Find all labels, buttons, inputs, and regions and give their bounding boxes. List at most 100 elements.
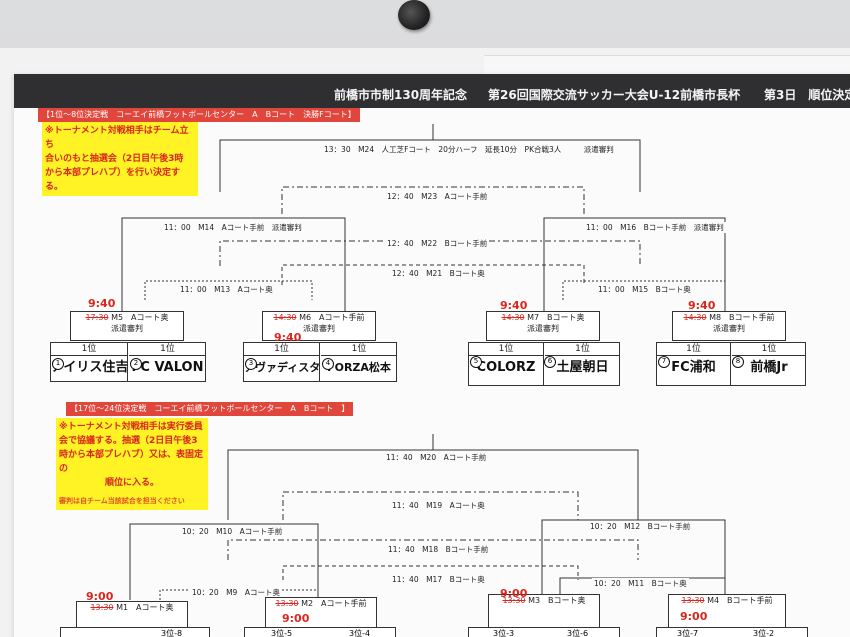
handwritten-time: 9:40	[88, 297, 116, 310]
title-bar: 前橋市市制130周年記念 第26回国際交流サッカー大会U-12前橋市長杯 第3日…	[14, 74, 850, 108]
match-time-row: 13:30 M3 Bコート奥	[489, 595, 599, 606]
team-name: アヴァディスタ	[244, 361, 319, 374]
note-line: 時から本部プレハブ）又は、表固定の	[59, 450, 204, 474]
match-label: M8 Bコート手前	[709, 313, 775, 322]
match-label-m21: 12：40 M21 Bコート奥	[390, 268, 487, 279]
match-label-m20: 11：40 M20 Aコート手前	[384, 452, 489, 463]
match-label-m13: 11：00 M13 Aコート奥	[178, 284, 275, 295]
handwritten-time: 9:00	[680, 610, 708, 623]
match-time-row: 14:30 M8 Bコート手前	[673, 312, 785, 323]
struck-time: 13:30	[681, 596, 705, 605]
team-cell: 1位 COLORZ	[469, 343, 544, 385]
title-right: 第3日 順位決定	[764, 88, 850, 102]
magnet-pin	[398, 0, 430, 30]
rank-label: 1位	[545, 343, 620, 356]
match-label-m19: 11：40 M19 Aコート奥	[390, 500, 487, 511]
match-box-m8: 14:30 M8 Bコート手前 派遣審判	[672, 311, 786, 341]
referee-label: 派遣審判	[303, 324, 335, 333]
handwritten-time: 9:00	[282, 612, 310, 625]
team-name: 土屋朝日	[556, 360, 609, 375]
team-cell: 1位 アイリス住吉	[51, 343, 128, 381]
seed-marker: 4	[322, 358, 334, 370]
rank-cell: 3位-6	[567, 629, 589, 637]
match-time-row: 13:30 M2 Aコート手前	[266, 598, 376, 609]
match-label: M2 Aコート手前	[301, 599, 367, 608]
note-small: 審判は自チーム当該試合を担当ください	[59, 497, 185, 505]
match-label: M4 Bコート手前	[707, 596, 773, 605]
struck-time: 17:30	[85, 313, 109, 322]
team-pair-4: 1位 FC浦和 1位 前橋Jr	[656, 342, 806, 386]
team-cell: 1位 FC浦和	[657, 343, 731, 385]
handwritten-time: 9:40	[274, 331, 302, 344]
rank-label: 1位	[51, 343, 127, 356]
struck-time: 13:30	[90, 603, 114, 612]
match-label-m14: 11：00 M14 Aコート手前 派遣審判	[162, 222, 304, 233]
rank-label: 1位	[732, 343, 806, 356]
seed-marker: 3	[245, 358, 257, 370]
struck-time: 14:30	[273, 313, 297, 322]
rank-cell: 3位-5	[271, 629, 293, 637]
match-time-row: 13:30 M4 Bコート手前	[669, 595, 785, 606]
rank-cell: 3位-2	[753, 629, 775, 637]
match-label-m12: 10：20 M12 Bコート手前	[588, 521, 693, 532]
note-line: 合いのもと抽選会（2日目午後3時	[45, 154, 184, 164]
note-line: 順位に入る。	[104, 478, 159, 488]
referee-label: 派遣審判	[111, 324, 143, 333]
team-name: FC VALON	[131, 360, 204, 375]
title-left: 前橋市市制130周年記念	[334, 88, 468, 102]
rank-cell: 3位-8	[161, 629, 183, 637]
section2-label: 【17位～24位決定戦 コーエイ前橋フットボールセンター A Bコート 】	[66, 402, 354, 416]
handwritten-time: 9:40	[500, 299, 528, 312]
note-line: 会で協議する。抽選（2日目午後3	[59, 436, 198, 446]
struck-time: 13:30	[502, 596, 526, 605]
rank-label: 1位	[469, 343, 543, 356]
match-box-m5: 17:30 M5 Aコート奥 派遣審判	[70, 311, 184, 341]
rank-cell: 3位-3	[493, 629, 515, 637]
rank-pair: 3位-8	[60, 627, 210, 637]
match-label-m10: 10：20 M10 Aコート手前	[180, 526, 285, 537]
rank-label: 1位	[129, 343, 206, 356]
match-box-m7: 14:30 M7 Bコート奥 派遣審判	[486, 311, 600, 341]
team-cell: 1位 前橋Jr	[732, 343, 806, 385]
referee-label: 派遣審判	[713, 324, 745, 333]
team-cell: 1位 FORZA松本	[321, 343, 397, 381]
handwritten-time: 9:00	[500, 587, 528, 600]
title-mid: 第26回国際交流サッカー大会U-12前橋市長杯	[488, 88, 741, 102]
rank-pair: 3位-5 3位-4	[244, 627, 396, 637]
note-line: ※トーナメント対戦相手は実行委員	[59, 422, 203, 432]
match-label-m18: 11：40 M18 Bコート手前	[386, 544, 491, 555]
match-label-m22: 12：40 M22 Bコート手前	[385, 238, 490, 249]
handwritten-time: 9:00	[86, 590, 114, 603]
rank-label: 1位	[321, 343, 397, 356]
match-label: M1 Aコート奥	[116, 603, 174, 612]
team-name: アイリス住吉	[51, 360, 127, 375]
match-time-row: 17:30 M5 Aコート奥	[71, 312, 183, 323]
match-label-m16: 11：00 M16 Bコート手前 派遣審判	[584, 222, 726, 233]
match-label-m9: 10：20 M9 Aコート奥	[190, 587, 282, 598]
team-name: FC浦和	[671, 360, 716, 375]
seed-marker: 7	[658, 356, 670, 368]
section1-label: 【1位～8位決定戦 コーエイ前橋フットボールセンター A Bコート 決勝Fコート…	[38, 108, 360, 122]
match-time-row: 13:30 M1 Aコート奥	[77, 602, 187, 613]
team-cell: 1位 アヴァディスタ	[244, 343, 320, 381]
team-name: 前橋Jr	[750, 360, 788, 375]
referee-label: 派遣審判	[527, 324, 559, 333]
rank-pair: 3位-7 3位-2	[656, 627, 808, 637]
note-line: ※トーナメント対戦相手はチーム立ち	[45, 126, 189, 150]
rank-label: 1位	[657, 343, 730, 356]
team-name: FORZA松本	[327, 361, 391, 374]
match-label-m15: 11：00 M15 Bコート奥	[596, 284, 693, 295]
rank-label: 1位	[244, 343, 319, 356]
match-label-m17: 11：40 M17 Bコート奥	[390, 574, 487, 585]
match-label-m23: 12：40 M23 Aコート手前	[385, 191, 490, 202]
match-label-m24: 13：30 M24 人工芝Fコート 20分ハーフ 延長10分 PK合戦3人 派遣…	[322, 144, 616, 155]
match-label: M6 Aコート手前	[299, 313, 365, 322]
note-line: から本部プレハブ）を行い決定する。	[45, 168, 181, 192]
match-label: M7 Bコート奥	[527, 313, 585, 322]
section2-note: ※トーナメント対戦相手は実行委員 会で協議する。抽選（2日目午後3 時から本部プ…	[56, 418, 208, 510]
team-pair-2: 1位 アヴァディスタ 1位 FORZA松本	[243, 342, 397, 382]
team-cell: 1位 FC VALON	[129, 343, 206, 381]
rank-pair: 3位-3 3位-6	[468, 627, 620, 637]
match-label: M5 Aコート奥	[111, 313, 169, 322]
match-label: M3 Bコート奥	[528, 596, 586, 605]
